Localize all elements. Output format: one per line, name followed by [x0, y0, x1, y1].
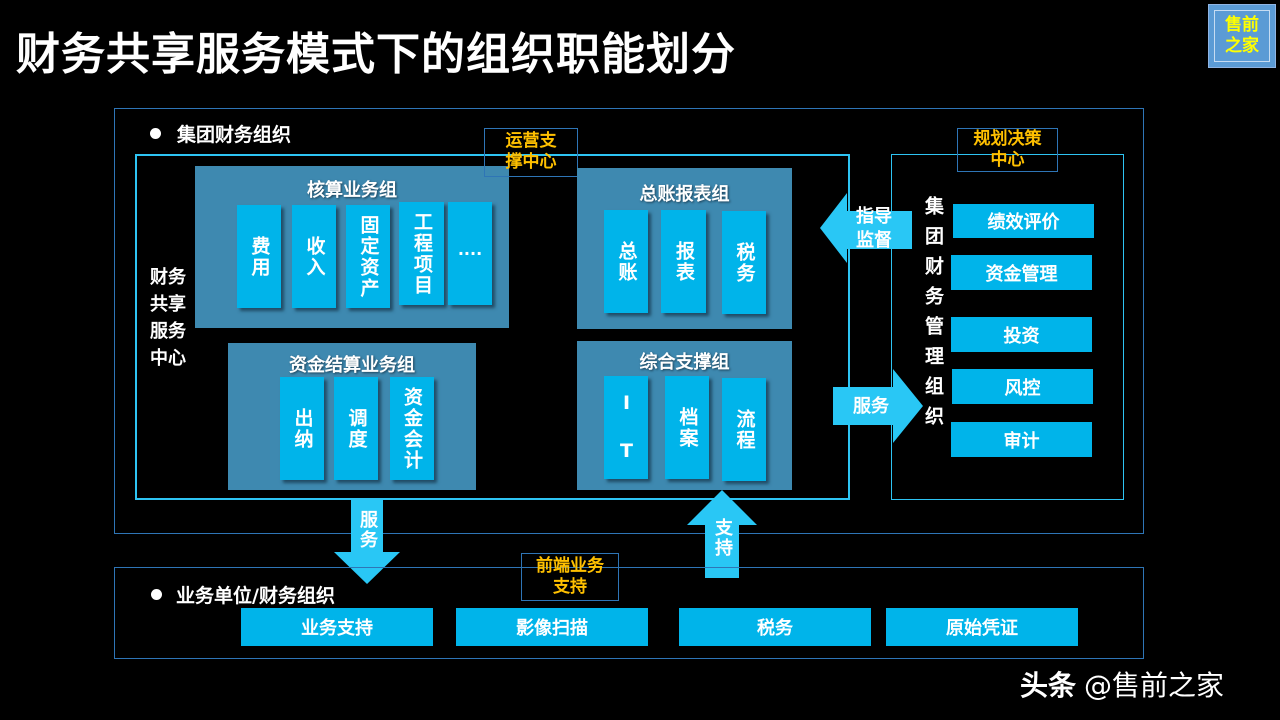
arrow-support-up-label: 支持 — [707, 518, 737, 566]
gl-item-ledger[interactable]: 总账 — [604, 210, 648, 313]
guide-line-1: 指导 — [856, 206, 892, 227]
front-end-support-tag: 前端业务 支持 — [521, 553, 619, 601]
bullet-icon — [151, 589, 162, 600]
gl-item-tax[interactable]: 税务 — [722, 211, 766, 314]
integrated-support-group-title: 综合支撑组 — [639, 352, 730, 373]
arrow-service-right-icon — [833, 369, 923, 443]
front-tag-line-2: 支持 — [553, 577, 587, 597]
planning-tag-line-1: 规划决策 — [973, 129, 1042, 149]
planning-center-frame — [891, 154, 1124, 500]
planning-item-risk-control[interactable]: 风控 — [952, 369, 1093, 404]
accounting-group-title: 核算业务组 — [307, 180, 397, 201]
shared-service-center-frame — [135, 154, 850, 500]
accounting-item-revenue[interactable]: 收入 — [292, 205, 336, 308]
planning-item-audit[interactable]: 审计 — [951, 422, 1092, 457]
watermark-handle: @售前之家 — [1084, 669, 1225, 702]
arrow-guide-supervise-icon — [820, 193, 912, 263]
watermark: 头条@售前之家 — [1020, 664, 1224, 704]
arrow-service-down-icon — [334, 500, 400, 584]
business-units-text: 业务单位/财务组织 — [176, 585, 335, 607]
accounting-item-expense[interactable]: 费用 — [237, 205, 281, 308]
ssc-label-line: 财务 — [150, 267, 186, 288]
ops-tag-line-2: 撑中心 — [505, 152, 557, 172]
integrated-support-group: 综合支撑组 I T 档案 流程 — [577, 341, 792, 490]
ssc-label-line: 中心 — [150, 348, 186, 369]
bu-item-original-vouchers[interactable]: 原始凭证 — [886, 608, 1078, 646]
fund-settlement-group: 资金结算业务组 出纳 调度 资金会计 — [228, 343, 476, 490]
support-item-it[interactable]: I T — [604, 376, 648, 479]
planning-item-performance[interactable]: 绩效评价 — [953, 204, 1094, 238]
general-ledger-group: 总账报表组 总账 报表 税务 — [577, 168, 792, 329]
planning-item-fund-mgmt[interactable]: 资金管理 — [951, 255, 1092, 290]
general-ledger-group-title: 总账报表组 — [639, 184, 730, 205]
bu-item-business-support[interactable]: 业务支持 — [241, 608, 433, 646]
planning-tag-line-2: 中心 — [990, 150, 1025, 170]
gl-item-reports[interactable]: 报表 — [661, 210, 706, 313]
front-tag-line-1: 前端业务 — [536, 556, 604, 576]
logo: 售前 之家 — [1208, 4, 1276, 68]
ssc-label-line: 共享 — [150, 294, 186, 315]
arrow-service-right-label: 服务 — [853, 396, 889, 417]
ops-support-center-tag: 运营支 撑中心 — [484, 128, 578, 177]
settlement-item-dispatch[interactable]: 调度 — [334, 377, 378, 480]
watermark-platform: 头条 — [1020, 669, 1077, 702]
group-finance-org-text: 集团财务组织 — [177, 124, 292, 146]
business-units-label: 业务单位/财务组织 — [151, 581, 335, 608]
bu-item-image-scanning[interactable]: 影像扫描 — [456, 608, 648, 646]
fund-settlement-group-title: 资金结算业务组 — [289, 355, 415, 376]
accounting-item-more[interactable]: ···· — [448, 202, 492, 305]
support-item-process[interactable]: 流程 — [722, 378, 766, 481]
settlement-item-cashier[interactable]: 出纳 — [280, 377, 324, 480]
bullet-icon — [150, 128, 161, 139]
arrow-support-up-icon — [687, 490, 757, 578]
guide-line-2: 监督 — [856, 230, 892, 251]
group-finance-mgmt-label: 集团财务管理组织 — [922, 196, 944, 436]
business-units-frame — [114, 567, 1144, 659]
accounting-item-fixed-assets[interactable]: 固定资产 — [346, 205, 390, 308]
ssc-label-line: 服务 — [150, 321, 186, 342]
page-title: 财务共享服务模式下的组织职能划分 — [16, 29, 736, 80]
service-down-text: 服务 — [357, 510, 378, 550]
arrow-service-down-label: 服务 — [352, 510, 382, 558]
bu-item-tax[interactable]: 税务 — [679, 608, 871, 646]
settlement-item-fund-accounting[interactable]: 资金会计 — [390, 377, 434, 480]
group-finance-org-label: 集团财务组织 — [150, 120, 291, 147]
ops-tag-line-1: 运营支 — [505, 131, 557, 151]
planning-decision-center-tag: 规划决策 中心 — [957, 128, 1058, 172]
ssc-label: 财务 共享 服务 中心 — [150, 264, 194, 372]
support-up-text: 支持 — [712, 518, 733, 558]
logo-line-1: 售前 — [1225, 15, 1259, 35]
support-item-archives[interactable]: 档案 — [665, 376, 709, 479]
group-finance-org-frame — [114, 108, 1144, 534]
logo-line-2: 之家 — [1225, 36, 1259, 56]
planning-item-investment[interactable]: 投资 — [951, 317, 1092, 352]
accounting-group: 核算业务组 费用 收入 固定资产 工程项目 ···· — [195, 166, 509, 328]
arrow-guide-supervise-label: 指导 监督 — [850, 205, 898, 253]
accounting-item-engineering[interactable]: 工程项目 — [399, 202, 444, 305]
